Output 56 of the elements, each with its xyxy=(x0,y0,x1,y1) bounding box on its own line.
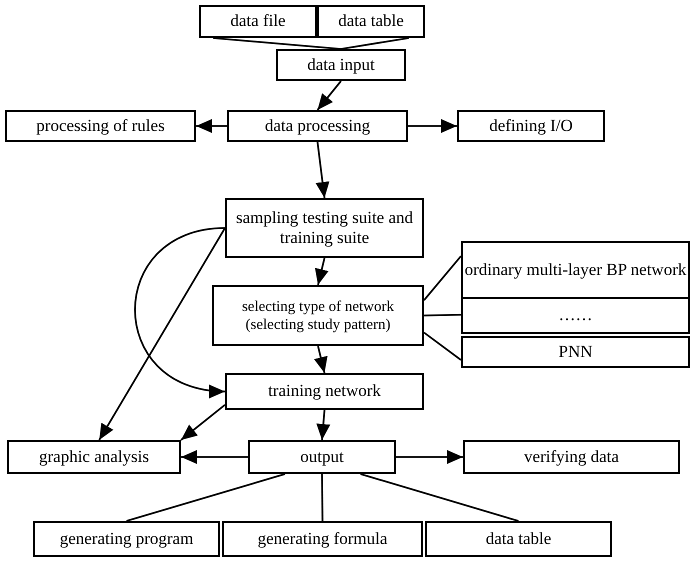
box-label: graphic analysis xyxy=(39,446,149,468)
arrow xyxy=(316,410,330,440)
box-label: data table xyxy=(486,528,552,550)
box-label: data table xyxy=(338,11,404,32)
process-box xyxy=(248,440,396,474)
process-box xyxy=(7,440,181,474)
box-label: verifying data xyxy=(524,446,619,468)
process-box xyxy=(461,241,690,299)
arrow xyxy=(396,450,463,464)
connector-line xyxy=(423,256,462,301)
process-box xyxy=(425,521,612,557)
process-box xyxy=(317,5,425,38)
connector-line xyxy=(126,473,286,522)
connector-line xyxy=(360,473,519,522)
arrow xyxy=(314,346,328,374)
box-label: generating formula xyxy=(258,528,388,550)
arrow xyxy=(316,142,330,198)
connector-line xyxy=(321,474,324,521)
arrow xyxy=(181,450,248,464)
box-label: data input xyxy=(307,54,375,76)
box-label: …… xyxy=(558,305,592,326)
arrow xyxy=(316,80,342,111)
box-label: output xyxy=(300,446,344,468)
process-box xyxy=(5,110,196,142)
process-box xyxy=(199,5,317,38)
process-box xyxy=(276,49,406,81)
process-box xyxy=(33,521,220,557)
process-box xyxy=(222,521,423,557)
process-box xyxy=(212,285,424,346)
process-box xyxy=(225,198,424,258)
connector-line xyxy=(423,332,462,361)
process-box xyxy=(225,373,424,410)
box-label: data processing xyxy=(264,116,370,136)
arrow xyxy=(180,404,226,441)
connector-line xyxy=(213,37,342,50)
connector-line xyxy=(340,37,409,50)
process-box xyxy=(461,336,690,368)
arrow xyxy=(134,227,226,397)
process-box xyxy=(461,297,690,334)
arrow xyxy=(98,228,226,440)
box-label: generating program xyxy=(60,528,194,550)
box-label: sampling testing suite and training suite xyxy=(234,208,414,248)
arrow xyxy=(408,119,457,133)
arrow xyxy=(314,258,329,286)
box-label: selecting type of network (selecting study pattern) xyxy=(240,298,396,334)
connector-line xyxy=(424,314,462,316)
box-label: training network xyxy=(268,381,381,402)
box-label: PNN xyxy=(558,342,592,362)
process-box xyxy=(457,110,605,142)
box-label: data file xyxy=(230,11,286,32)
box-label: processing of rules xyxy=(36,116,165,136)
arrow xyxy=(196,119,227,133)
box-label: ordinary multi-layer BP network xyxy=(464,260,686,280)
process-box xyxy=(463,440,680,474)
process-box xyxy=(227,110,408,142)
box-label: defining I/O xyxy=(489,116,573,136)
